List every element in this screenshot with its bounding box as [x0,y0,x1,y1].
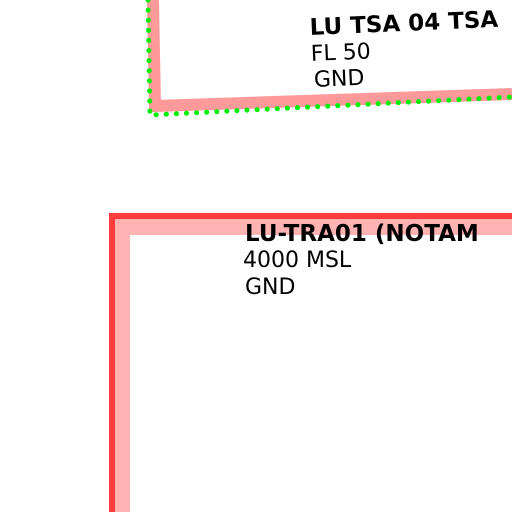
tra01-upper-limit-label: 4000 MSL [243,248,352,273]
tsa04-airspace[interactable] [145,0,512,118]
tra01-label-group: LU-TRA01 (NOTAM 4000 MSL GND [243,221,479,300]
tsa04-lower-limit-label: GND [313,66,364,93]
tsa04-boundary-dots [145,0,512,118]
tra01-inner-band [114,219,512,512]
tra01-boundary-line [109,213,512,512]
tra01-airspace[interactable] [109,213,512,512]
tra01-name-label: LU-TRA01 (NOTAM [245,221,479,247]
tsa04-boundary-band [147,0,512,113]
tra01-lower-limit-label: GND [245,275,295,300]
tsa04-upper-limit-label: FL 50 [310,39,371,67]
